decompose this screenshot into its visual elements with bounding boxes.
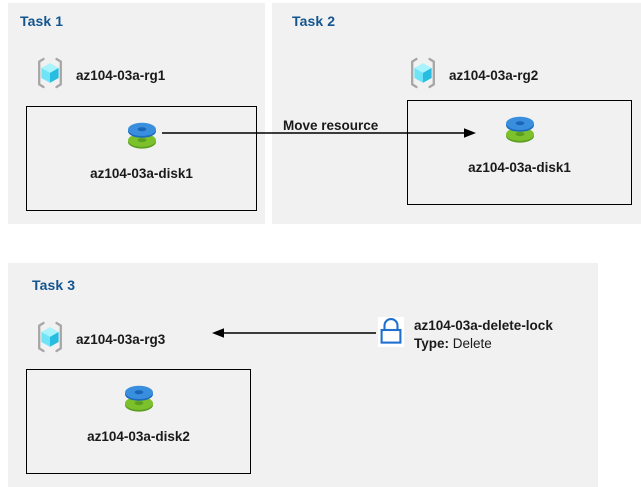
disk-2-name: az104-03a-disk1 <box>468 160 571 175</box>
resource-group-1-name: az104-03a-rg1 <box>76 68 166 83</box>
managed-disk-icon <box>119 379 159 424</box>
delete-lock-type-value: Delete <box>452 335 492 351</box>
delete-lock-type: Type: Delete <box>414 335 553 353</box>
delete-lock-name: az104-03a-delete-lock <box>414 318 553 333</box>
resource-group-2-name: az104-03a-rg2 <box>449 68 539 83</box>
delete-lock-group: az104-03a-delete-lock Type: Delete <box>378 317 553 352</box>
disk-3: az104-03a-disk2 <box>27 379 250 444</box>
resource-group-icon <box>33 320 67 359</box>
move-resource-label: Move resource <box>283 118 379 133</box>
disk-1: az104-03a-disk1 <box>27 116 256 181</box>
resource-group-1: az104-03a-rg1 <box>33 56 165 95</box>
resource-group-icon <box>33 56 67 95</box>
managed-disk-icon <box>500 110 540 155</box>
managed-disk-icon <box>122 116 162 161</box>
move-resource-arrow <box>162 128 476 138</box>
disk-2: az104-03a-disk1 <box>408 110 631 175</box>
task-3-resource-box: az104-03a-disk2 <box>26 369 251 474</box>
resource-group-2: az104-03a-rg2 <box>406 56 538 95</box>
resource-group-3-name: az104-03a-rg3 <box>76 332 166 347</box>
task-3-title: Task 3 <box>32 277 76 293</box>
delete-lock-texts: az104-03a-delete-lock Type: Delete <box>414 318 553 352</box>
task-2-title: Task 2 <box>292 13 336 29</box>
lock-icon <box>378 317 404 352</box>
delete-lock-type-label: Type: <box>414 335 450 351</box>
task-2-resource-box: az104-03a-disk1 <box>407 100 632 205</box>
task-1-resource-box: az104-03a-disk1 <box>26 106 257 211</box>
resource-group-icon <box>406 56 440 95</box>
resource-group-3: az104-03a-rg3 <box>33 320 165 359</box>
task-1-title: Task 1 <box>20 13 64 29</box>
disk-3-name: az104-03a-disk2 <box>87 429 190 444</box>
disk-1-name: az104-03a-disk1 <box>90 166 193 181</box>
lock-applies-arrow <box>212 328 376 338</box>
